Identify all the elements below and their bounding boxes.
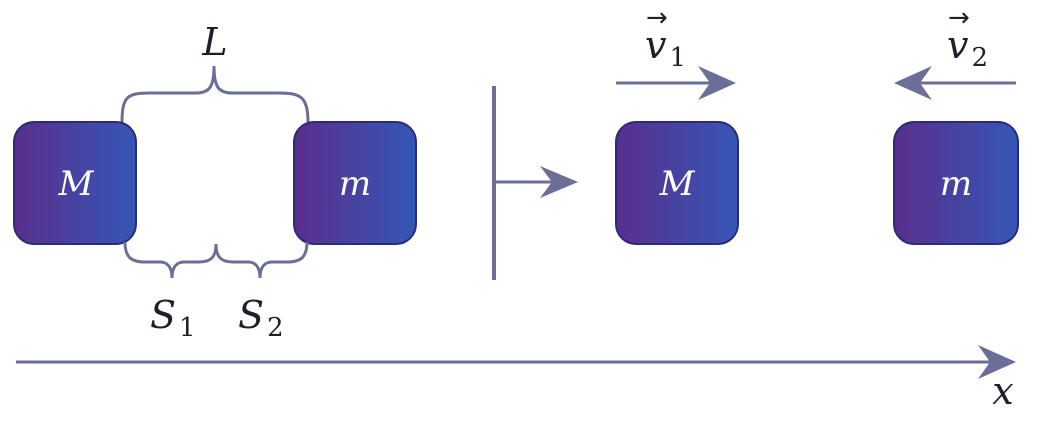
block-big-left: M xyxy=(13,121,137,245)
velocity-v1-vector-mark: → xyxy=(646,3,668,33)
block-small-right: m xyxy=(893,121,1019,245)
block-small-right-label: m xyxy=(940,164,972,204)
x-axis: x xyxy=(16,345,1016,413)
brace-s1 xyxy=(123,241,218,279)
brace-s2 xyxy=(214,241,309,279)
velocity-v2-vector-mark: → xyxy=(948,3,970,33)
block-big-right-label: M xyxy=(659,164,696,204)
block-small-left-label: m xyxy=(339,164,371,204)
velocity-arrow-v2 xyxy=(894,66,1016,100)
block-big-left-label: M xyxy=(58,164,95,204)
brace-l-label: L xyxy=(201,20,227,64)
transition-arrow xyxy=(492,86,578,280)
block-big-right: M xyxy=(615,121,739,245)
velocity-arrow-v1 xyxy=(616,66,736,100)
block-small-left: m xyxy=(293,121,417,245)
brace-l xyxy=(120,65,310,123)
x-axis-label: x xyxy=(992,369,1013,413)
